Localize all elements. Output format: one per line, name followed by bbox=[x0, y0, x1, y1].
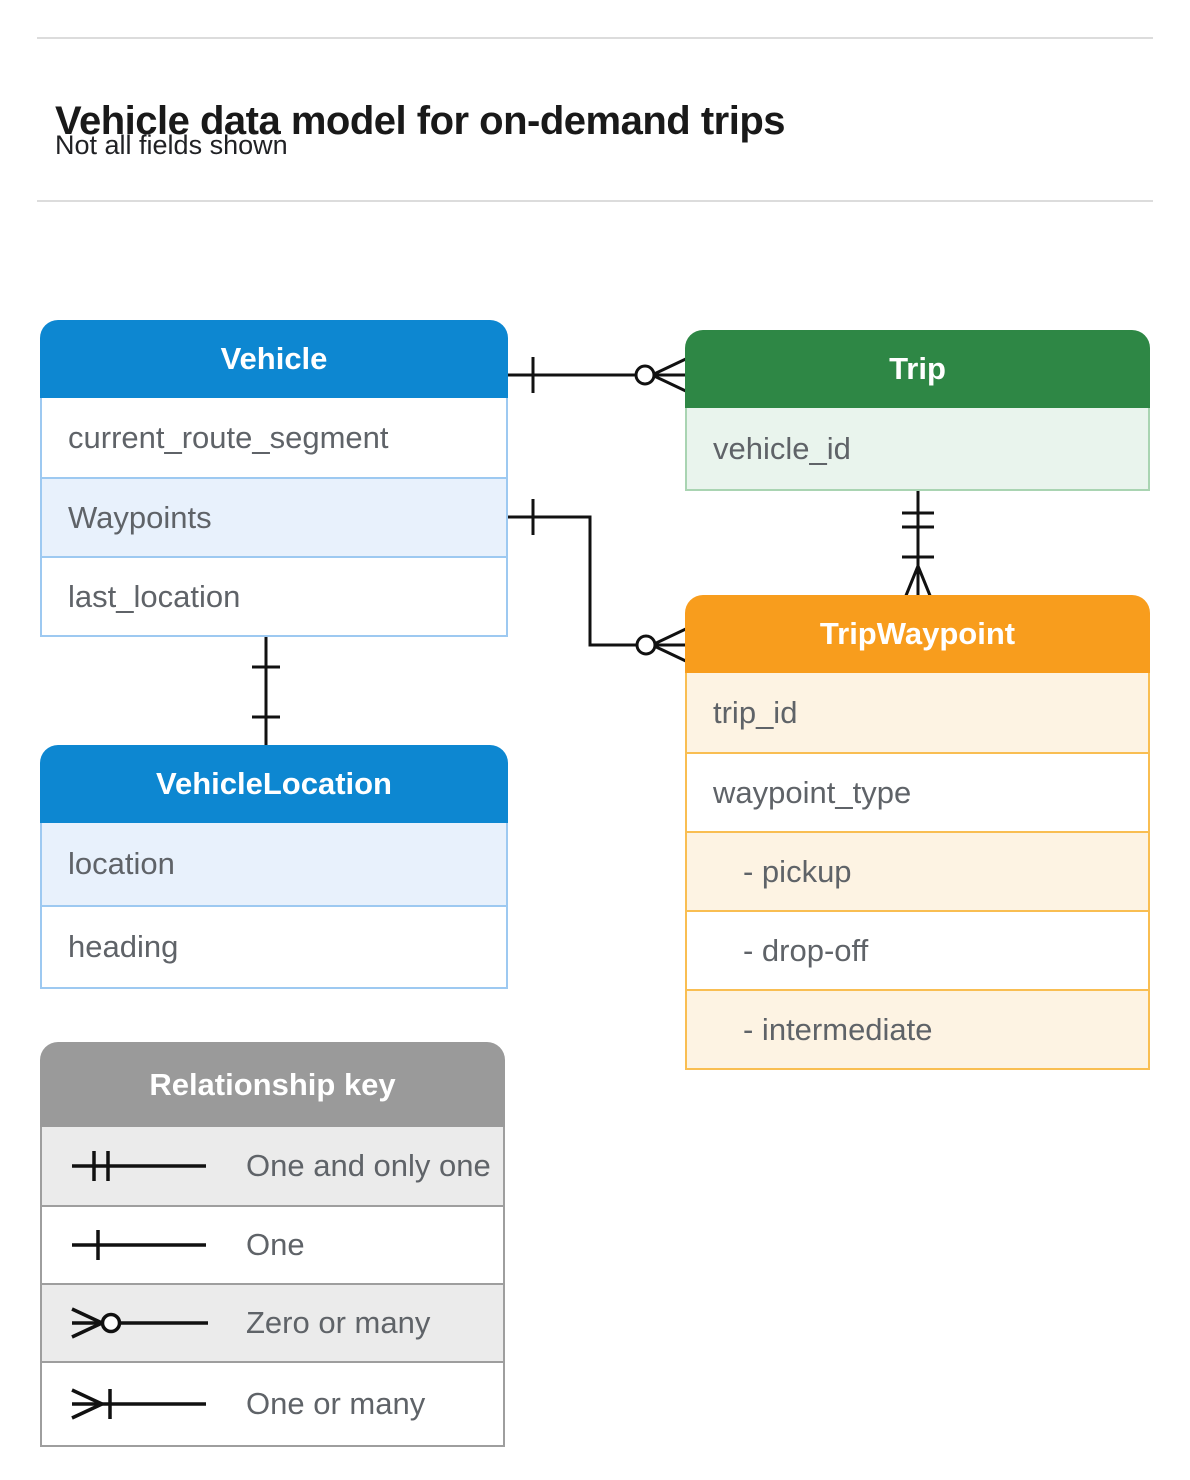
vehicle-table: Vehicle current_route_segment Waypoints … bbox=[40, 320, 508, 637]
connector-vehicle-vehiclelocation bbox=[252, 633, 280, 747]
trip-table-header: Trip bbox=[685, 330, 1150, 408]
field-waypoints: Waypoints bbox=[42, 477, 506, 556]
vehiclelocation-table-body: location heading bbox=[40, 823, 508, 989]
tripwaypoint-table-body: trip_id waypoint_type - pickup - drop-of… bbox=[685, 673, 1150, 1070]
zero-or-many-icon bbox=[71, 1307, 208, 1339]
field-heading: heading bbox=[42, 905, 506, 987]
relationship-key: Relationship key One and only one One Ze… bbox=[40, 1042, 505, 1447]
field-last-location: last_location bbox=[42, 556, 506, 635]
trip-table-body: vehicle_id bbox=[685, 408, 1150, 491]
tripwaypoint-table-header: TripWaypoint bbox=[685, 595, 1150, 673]
one-icon bbox=[72, 1230, 206, 1260]
key-label: One and only one bbox=[246, 1148, 491, 1183]
one-and-only-one-icon bbox=[72, 1151, 206, 1181]
connector-waypoints-tripwaypoint bbox=[506, 499, 691, 665]
vehicle-table-body: current_route_segment Waypoints last_loc… bbox=[40, 398, 508, 637]
key-label: One bbox=[246, 1227, 305, 1262]
key-row-one: One bbox=[42, 1205, 503, 1283]
key-row-one-and-only-one: One and only one bbox=[42, 1127, 503, 1205]
relationship-key-header: Relationship key bbox=[40, 1042, 505, 1127]
vehiclelocation-table: VehicleLocation location heading bbox=[40, 745, 508, 989]
page-title: Vehicle data model for on-demand trips bbox=[55, 98, 786, 143]
tripwaypoint-table: TripWaypoint trip_id waypoint_type - pic… bbox=[685, 595, 1150, 1070]
trip-table: Trip vehicle_id bbox=[685, 330, 1150, 491]
vehiclelocation-table-header: VehicleLocation bbox=[40, 745, 508, 823]
top-divider bbox=[37, 37, 1153, 39]
key-row-zero-or-many: Zero or many bbox=[42, 1283, 503, 1361]
key-row-one-or-many: One or many bbox=[42, 1361, 503, 1445]
title-divider bbox=[37, 200, 1153, 202]
connector-vehicle-trip bbox=[506, 355, 691, 395]
key-label: Zero or many bbox=[246, 1305, 431, 1340]
field-vehicle-id: vehicle_id bbox=[687, 408, 1148, 489]
field-trip-id: trip_id bbox=[687, 673, 1148, 752]
field-waypoint-type: waypoint_type bbox=[687, 752, 1148, 831]
key-label: One or many bbox=[246, 1386, 426, 1421]
value-drop-off: - drop-off bbox=[687, 910, 1148, 989]
relationship-key-body: One and only one One Zero or many One or… bbox=[40, 1127, 505, 1447]
page-subtitle: Not all fields shown bbox=[55, 130, 288, 160]
connector-trip-tripwaypoint bbox=[902, 488, 934, 599]
one-or-many-icon bbox=[71, 1388, 206, 1420]
vehicle-table-header: Vehicle bbox=[40, 320, 508, 398]
value-intermediate: - intermediate bbox=[687, 989, 1148, 1068]
field-location: location bbox=[42, 823, 506, 905]
value-pickup: - pickup bbox=[687, 831, 1148, 910]
field-current-route-segment: current_route_segment bbox=[68, 419, 389, 455]
